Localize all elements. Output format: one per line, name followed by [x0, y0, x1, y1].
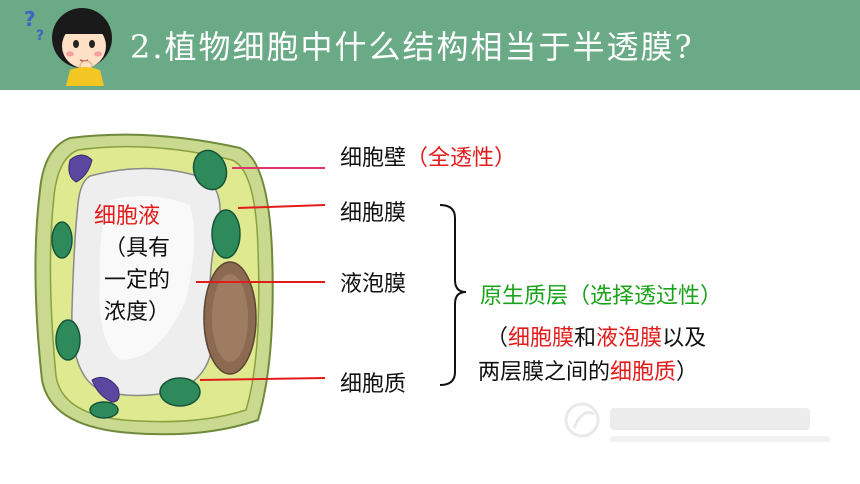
mitochondrion: [91, 376, 120, 403]
chloroplast: [192, 149, 228, 191]
svg-text:?: ?: [24, 7, 36, 31]
chloroplast: [55, 319, 81, 361]
chloroplast: [159, 377, 201, 407]
desc-and-also: 以及: [662, 326, 707, 351]
cell-wall-text: 细胞壁: [340, 146, 407, 171]
svg-text:?: ?: [36, 28, 44, 44]
cell-sap-note-3: 浓度）: [104, 300, 171, 325]
mitochondrion: [68, 154, 93, 183]
chloroplast: [89, 401, 119, 419]
desc-cytoplasm: 细胞质: [610, 360, 677, 385]
desc-close-paren: ）: [676, 360, 699, 385]
cell-membrane-pointer: [237, 204, 326, 209]
thinking-girl-icon: ? ?: [24, 7, 112, 86]
desc-vacuole-membrane: 液泡膜: [596, 326, 663, 351]
protoplast-desc-line1: （细胞膜和液泡膜以及: [486, 320, 706, 352]
header-bar: ? ? 2.植物细胞中什么结构相当于半透膜?: [0, 0, 860, 90]
desc-and: 和: [574, 326, 597, 351]
watermark-logo: [564, 402, 830, 442]
cell-sap-note-1: （具有: [104, 236, 171, 261]
protoplast-title-text: 原生质层: [480, 284, 569, 309]
cytoplasm-label: 细胞质: [340, 372, 407, 397]
page-title: 2.植物细胞中什么结构相当于半透膜?: [130, 28, 694, 66]
protoplast-title: 原生质层（选择透过性）: [480, 278, 722, 310]
cell-sap-label: 细胞液: [94, 204, 161, 229]
chloroplast: [211, 209, 241, 259]
vacuole-membrane-label: 液泡膜: [340, 272, 407, 297]
protoplast-title-note: （选择透过性）: [568, 284, 723, 309]
desc-cell-membrane: 细胞膜: [508, 326, 575, 351]
cell-wall-note: （全透性）: [406, 146, 517, 171]
chloroplast: [51, 221, 73, 259]
desc-between: 两层膜之间的: [478, 360, 611, 385]
desc-open-paren: （: [486, 326, 509, 351]
cytoplasm-pointer: [199, 377, 326, 381]
protoplast-bracket: [439, 204, 467, 386]
cell-membrane-label: 细胞膜: [340, 201, 407, 226]
cell-sap-note-2: 一定的: [104, 268, 171, 293]
protoplast-desc-line2: 两层膜之间的细胞质）: [478, 354, 698, 386]
cell-wall-label: 细胞壁（全透性）: [340, 140, 516, 172]
